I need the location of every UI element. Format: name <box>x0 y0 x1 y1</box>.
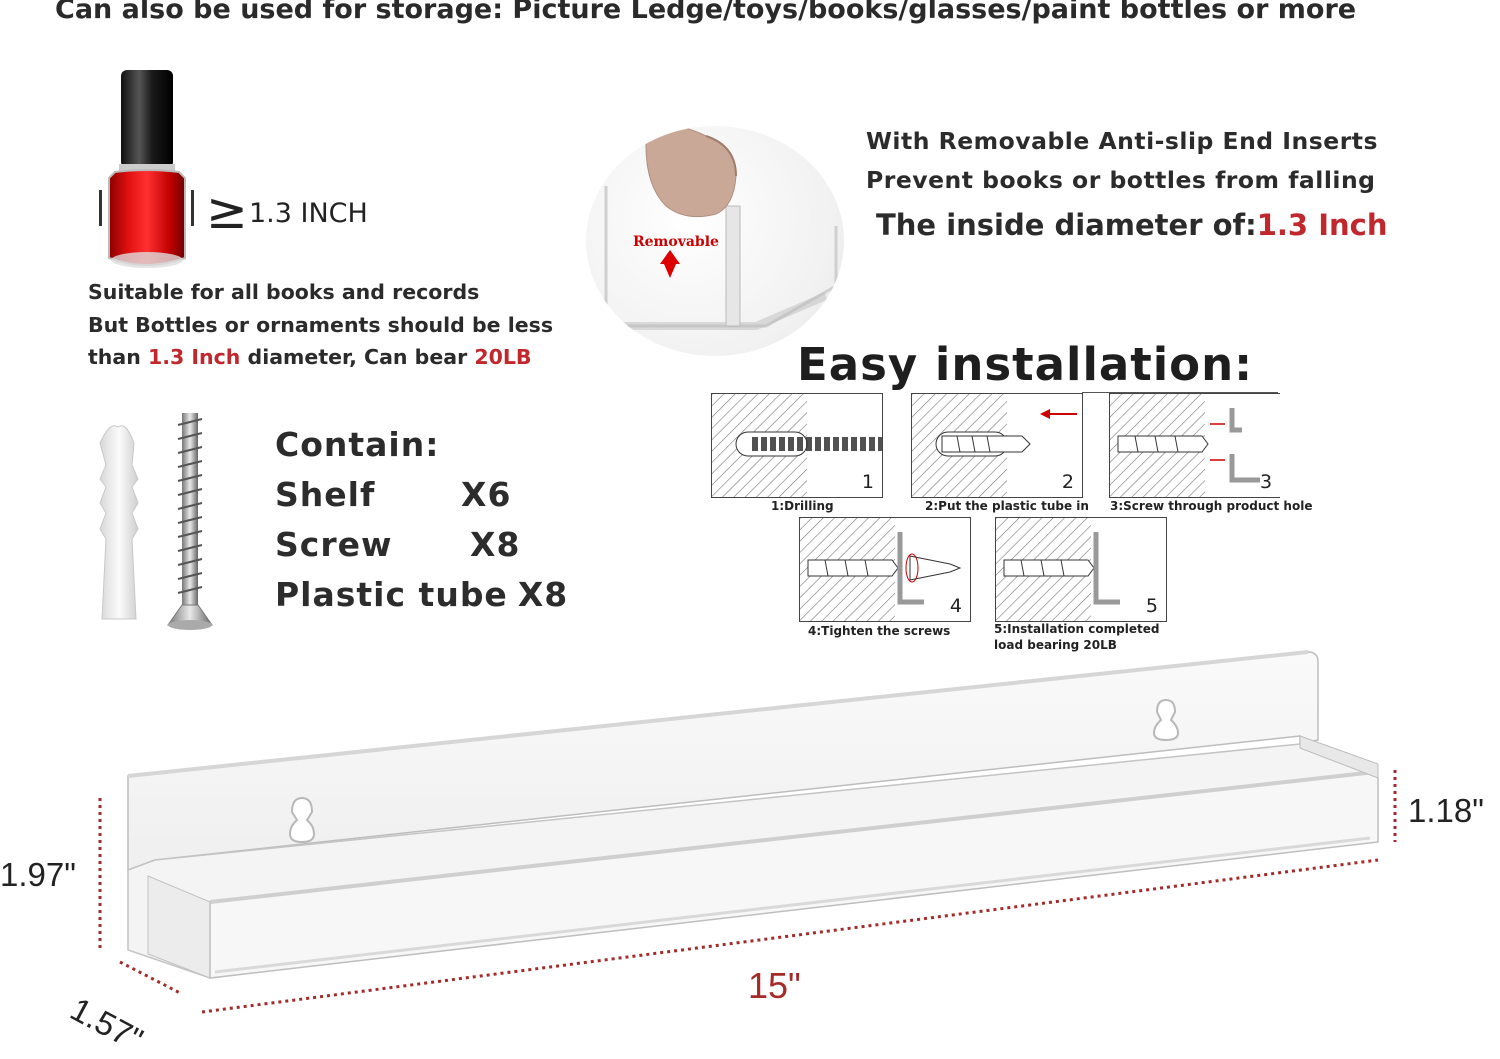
height-dimension: 1.97" <box>0 856 76 893</box>
length-dimension: 15" <box>748 965 801 1006</box>
removable-insert-photo: Removable <box>586 126 844 356</box>
acrylic-shelf-image <box>98 650 1397 1014</box>
removable-label: Removable <box>633 234 719 250</box>
step-4-diagram: 4 <box>799 517 971 622</box>
contents-title: Contain: <box>275 425 440 464</box>
suitability-note: Suitable for all books and records But B… <box>88 276 553 374</box>
step-3-diagram: 3 <box>1109 393 1280 498</box>
step-4-caption: 4:Tighten the screws <box>808 624 951 638</box>
item-name: Shelf <box>275 475 376 514</box>
weight-highlight: 20LB <box>474 345 532 369</box>
feature-text: With Removable Anti-slip End Inserts Pre… <box>866 122 1378 200</box>
diameter-highlight: 1.3 Inch <box>147 345 241 369</box>
line3-middle: diameter, Can bear <box>240 345 475 369</box>
line3-prefix: than <box>88 345 148 369</box>
step-number: 3 <box>1260 471 1273 493</box>
step-2-diagram: 2 <box>911 393 1083 498</box>
step-1-diagram: 1 <box>711 393 883 498</box>
item-qty: X6 <box>461 475 512 514</box>
item-name: Screw <box>275 525 393 564</box>
anchor-and-screw-image <box>99 413 213 630</box>
step-5-diagram: 5 <box>995 517 1167 622</box>
inside-diameter: The inside diameter of:1.3 Inch <box>876 208 1387 242</box>
step-5-caption: 5:Installation completed load bearing 20… <box>994 621 1159 653</box>
item-name: Plastic tube <box>275 575 508 614</box>
feature-line-1: With Removable Anti-slip End Inserts <box>866 127 1379 155</box>
title-underline <box>1082 392 1278 393</box>
nail-polish-bottle-image <box>99 70 194 268</box>
step-5-caption-line-1: 5:Installation completed <box>994 622 1160 636</box>
item-qty: X8 <box>470 525 521 564</box>
suitability-line-2: But Bottles or ornaments should be less <box>88 312 554 337</box>
lip-dimension: 1.18" <box>1408 792 1484 829</box>
suitability-line-1: Suitable for all books and records <box>88 280 480 304</box>
step-number: 5 <box>1145 595 1158 617</box>
contents-item-screw: Screw X8 <box>275 520 568 570</box>
step-number: 1 <box>861 471 874 493</box>
installation-title: Easy installation: <box>797 338 1254 391</box>
step-2-caption: 2:Put the plastic tube in <box>925 499 1089 513</box>
item-qty: X8 <box>517 575 569 614</box>
page-header: Can also be used for storage: Picture Le… <box>55 0 1357 25</box>
step-number: 4 <box>949 595 962 617</box>
greater-equal-symbol: ≥ <box>206 182 248 240</box>
suitability-line-3: than 1.3 Inch diameter, Can bear 20LB <box>88 341 553 374</box>
feature-line-2: Prevent books or bottles from falling <box>866 166 1376 194</box>
diameter-prefix: The inside diameter of: <box>876 208 1257 242</box>
step-3-caption: 3:Screw through product hole <box>1110 499 1313 513</box>
diameter-value: 1.3 Inch <box>1256 208 1388 242</box>
contents-item-shelf: Shelf X6 <box>275 470 568 520</box>
step-5-caption-line-2: load bearing 20LB <box>994 638 1117 652</box>
bottle-size-label: 1.3 INCH <box>249 198 368 229</box>
step-1-caption: 1:Drilling <box>771 499 834 513</box>
step-number: 2 <box>1061 471 1074 493</box>
